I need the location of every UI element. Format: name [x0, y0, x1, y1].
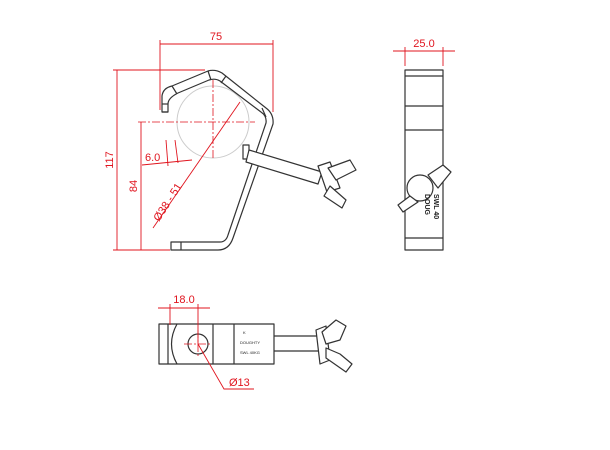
jaw-gap-dim-label: 6.0	[145, 152, 160, 164]
bottom-body	[158, 323, 275, 365]
marking-line1: DOUG	[423, 194, 430, 216]
marking: DOUGHTY	[240, 340, 260, 345]
wing-nut-wing-right	[427, 164, 452, 189]
front-view: 75 117 84 6.0 Ø38 - 51	[104, 31, 357, 251]
pipe-diameter-dim-label: Ø38 - 51	[151, 181, 184, 223]
marking: SWL 40KG	[240, 350, 260, 355]
wing-nut-hub	[317, 161, 341, 193]
wing-nut-wing-bottom	[325, 347, 353, 373]
side-view: DOUG SWL 40 25.0	[393, 38, 455, 251]
height-dim-label: 117	[104, 151, 116, 169]
side-body	[404, 69, 444, 251]
bottom-view: K DOUGHTY SWL 40KG 18.0 Ø13	[158, 294, 353, 390]
hole-diameter-dim-label: Ø13	[229, 377, 250, 389]
wing-nut-wing-bottom	[323, 185, 347, 209]
marking-line2: SWL 40	[432, 194, 439, 219]
side-width-dim-label: 25.0	[413, 38, 434, 50]
wing-nut-wing-top	[321, 319, 347, 345]
wing-nut-hub	[406, 174, 434, 202]
offset-dim-label: 18.0	[173, 294, 194, 306]
width-dim-label: 75	[210, 31, 222, 43]
center-height-dim-label: 84	[128, 180, 140, 192]
marking: K	[243, 330, 246, 335]
wing-nut-wing-left	[397, 195, 419, 213]
wing-nut-wing-top	[327, 159, 357, 181]
screw-shaft	[245, 149, 323, 185]
